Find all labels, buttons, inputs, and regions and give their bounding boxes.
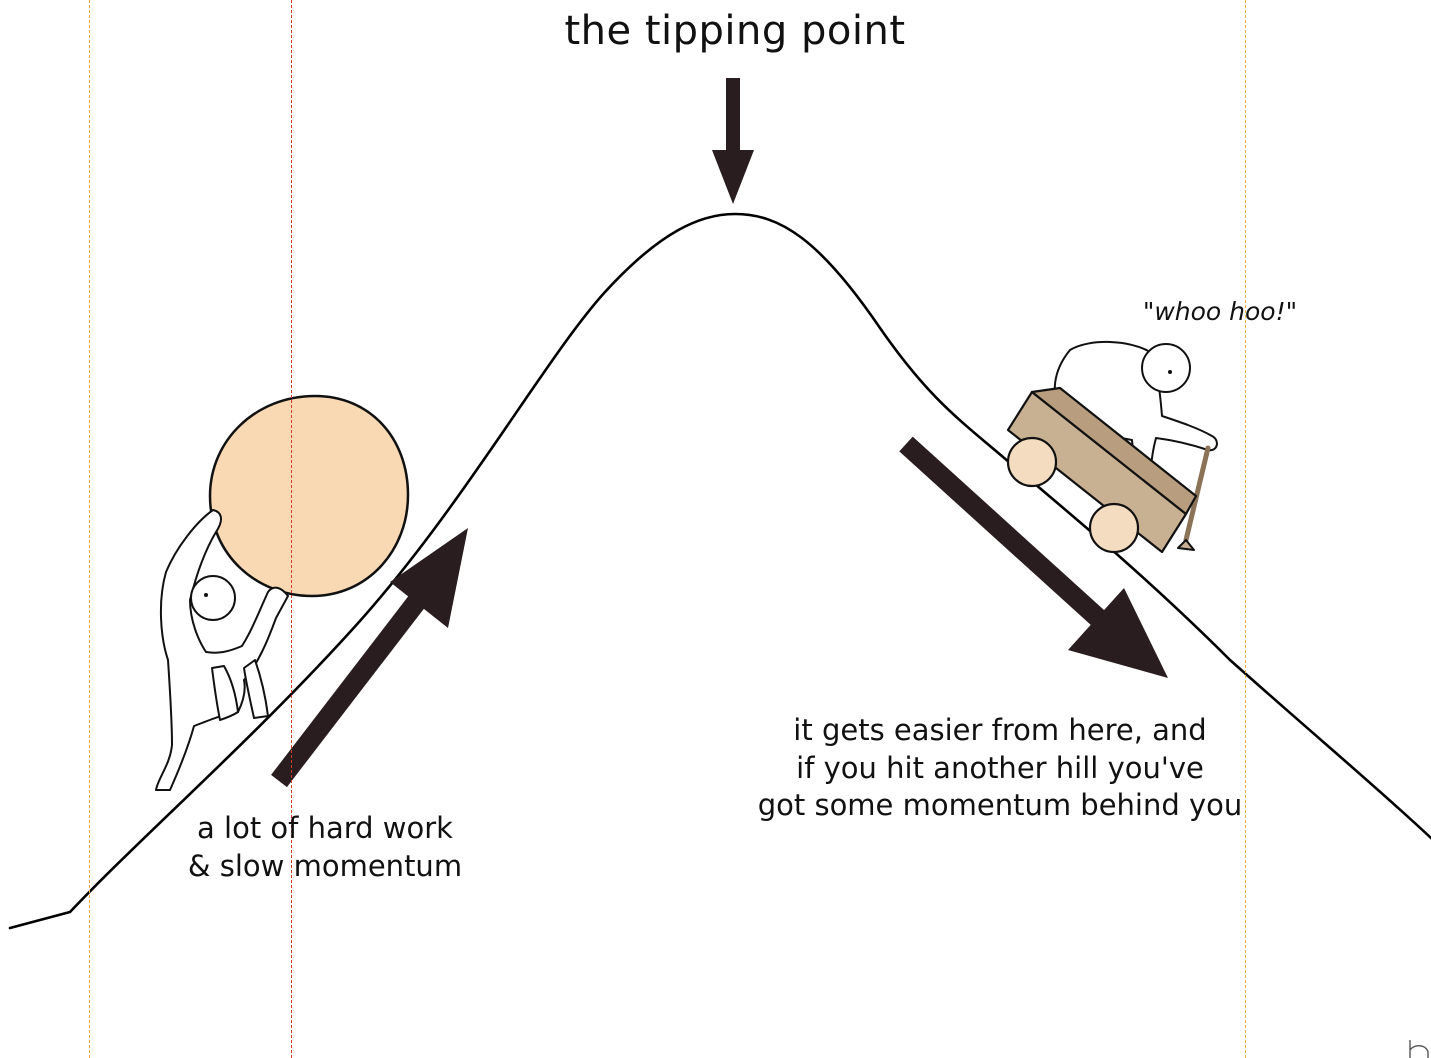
left-caption-line-2: & slow momentum — [150, 848, 500, 886]
left-caption-line-1: a lot of hard work — [150, 810, 500, 848]
left-caption: a lot of hard work & slow momentum — [150, 810, 500, 885]
tipping-point-title: the tipping point — [515, 8, 955, 55]
right-caption: it gets easier from here, and if you hit… — [690, 712, 1310, 825]
exclamation-label: "whoo hoo!" — [1100, 297, 1340, 327]
right-caption-line-2: if you hit another hill you've — [690, 750, 1310, 788]
boulder — [210, 396, 408, 596]
right-caption-line-1: it gets easier from here, and — [690, 712, 1310, 750]
right-caption-line-3: got some momentum behind you — [690, 787, 1310, 825]
cart-rider-eye — [1168, 370, 1172, 374]
pushing-figure-eye — [204, 593, 208, 597]
tipping-point-arrow — [712, 78, 754, 204]
corner-glyph — [1410, 1040, 1428, 1058]
